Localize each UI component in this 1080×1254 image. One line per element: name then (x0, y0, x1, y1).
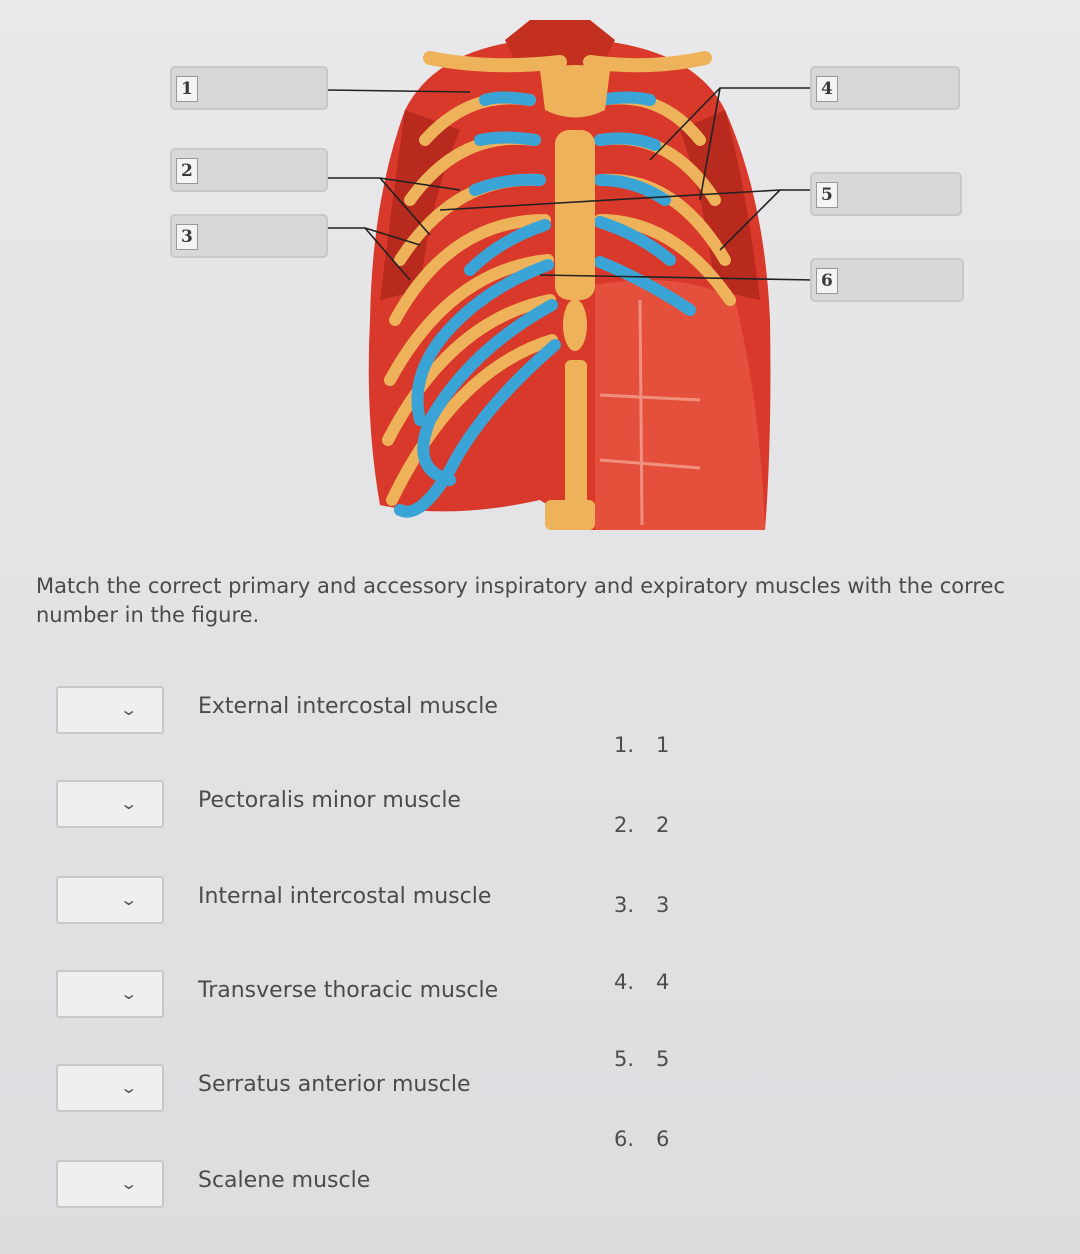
thorax-illustration (327, 20, 816, 530)
match-item-transverse-thoracic: ⌄ Transverse thoracic muscle (56, 970, 536, 1030)
instructions-line-1: Match the correct primary and accessory … (36, 574, 1005, 598)
figure-label-number: 3 (176, 224, 198, 250)
left-clavicle (423, 51, 567, 73)
chevron-down-icon: ⌄ (119, 700, 139, 719)
muscle-label: Serratus anterior muscle (198, 1072, 471, 1097)
answer-option-number: 2. (614, 813, 635, 837)
answer-option-number: 4. (614, 970, 635, 994)
match-item-external-intercostal: ⌄ External intercostal muscle (56, 686, 536, 746)
answer-dropdown[interactable]: ⌄ (56, 876, 164, 924)
figure-label-box-1[interactable]: 1 (170, 66, 328, 110)
instructions-line-2: number in the figure. (36, 603, 260, 627)
figure-label-box-2[interactable]: 2 (170, 148, 328, 192)
sternum-body (555, 130, 595, 300)
figure-label-box-3[interactable]: 3 (170, 214, 328, 258)
figure-label-box-6[interactable]: 6 (810, 258, 964, 302)
answer-option-number: 1. (614, 733, 635, 757)
muscle-label: Transverse thoracic muscle (198, 978, 499, 1003)
answer-option-number: 3. (614, 893, 635, 917)
thorax-figure: 1 2 3 4 5 6 (0, 0, 1080, 545)
figure-label-box-5[interactable]: 5 (810, 172, 962, 216)
chevron-down-icon: ⌄ (119, 984, 139, 1003)
chevron-down-icon: ⌄ (119, 794, 139, 813)
figure-label-number: 1 (176, 76, 198, 102)
muscle-label: External intercostal muscle (198, 694, 498, 719)
answer-option-4: 4.4 (614, 970, 669, 994)
answer-dropdown[interactable]: ⌄ (56, 1160, 164, 1208)
chevron-down-icon: ⌄ (119, 890, 139, 909)
answer-option-value: 6 (656, 1127, 670, 1151)
figure-label-number: 4 (816, 76, 838, 102)
right-clavicle (583, 51, 712, 73)
answer-option-3: 3.3 (614, 893, 669, 917)
answer-option-value: 1 (656, 733, 670, 757)
answer-dropdown[interactable]: ⌄ (56, 970, 164, 1018)
figure-label-number: 2 (176, 158, 198, 184)
chevron-down-icon: ⌄ (119, 1174, 139, 1193)
answer-dropdown[interactable]: ⌄ (56, 686, 164, 734)
figure-label-number: 5 (816, 182, 838, 208)
answer-option-value: 5 (656, 1047, 670, 1071)
leader-lines (327, 87, 816, 281)
sternum-manubrium (540, 65, 610, 118)
xiphoid-process (563, 299, 587, 351)
answer-option-1: 1.1 (614, 733, 669, 757)
figure-label-number: 6 (816, 268, 838, 294)
left-ribs (382, 91, 561, 518)
question-instructions: Match the correct primary and accessory … (36, 572, 1076, 630)
answer-dropdown[interactable]: ⌄ (56, 1064, 164, 1112)
answer-option-2: 2.2 (614, 813, 669, 837)
match-item-scalene: ⌄ Scalene muscle (56, 1160, 536, 1220)
figure-label-box-4[interactable]: 4 (810, 66, 960, 110)
abdominal-muscle (595, 280, 765, 530)
match-item-serratus-anterior: ⌄ Serratus anterior muscle (56, 1064, 536, 1124)
answer-option-number: 6. (614, 1127, 635, 1151)
match-item-internal-intercostal: ⌄ Internal intercostal muscle (56, 876, 536, 936)
answer-option-number: 5. (614, 1047, 635, 1071)
match-item-pectoralis-minor: ⌄ Pectoralis minor muscle (56, 780, 536, 840)
chevron-down-icon: ⌄ (119, 1078, 139, 1097)
answer-option-value: 2 (656, 813, 670, 837)
muscle-label: Pectoralis minor muscle (198, 788, 461, 813)
muscle-label: Scalene muscle (198, 1168, 371, 1193)
answer-option-5: 5.5 (614, 1047, 669, 1071)
answer-option-value: 3 (656, 893, 670, 917)
spine (545, 360, 595, 530)
abdominal-striations (599, 299, 701, 526)
answer-dropdown[interactable]: ⌄ (56, 780, 164, 828)
muscle-label: Internal intercostal muscle (198, 884, 492, 909)
right-shoulder-muscle (680, 110, 760, 300)
answer-option-6: 6.6 (614, 1127, 669, 1151)
answer-option-value: 4 (656, 970, 670, 994)
